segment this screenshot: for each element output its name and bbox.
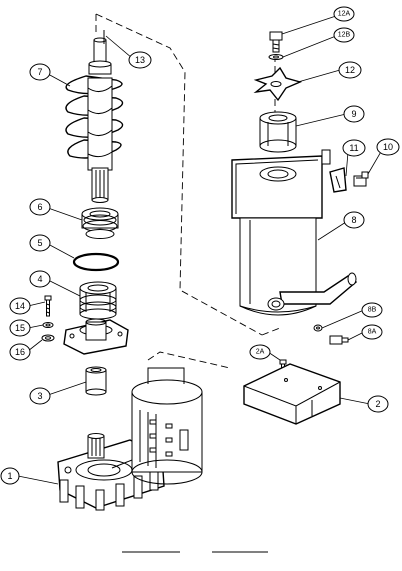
callout-14: 14 — [10, 298, 30, 314]
svg-text:2A: 2A — [256, 349, 265, 356]
callout-8b: 8B — [362, 303, 382, 317]
callout-4: 4 — [30, 271, 50, 287]
screw-part-12a — [270, 32, 282, 52]
svg-text:8A: 8A — [368, 329, 377, 336]
auger-assembly — [66, 30, 123, 203]
callout-16: 16 — [10, 344, 30, 360]
washer-part-16 — [42, 335, 54, 341]
blade-part-12 — [256, 68, 300, 100]
callout-2a: 2A — [250, 345, 270, 359]
callout-8a: 8A — [362, 325, 382, 339]
callout-9: 9 — [344, 106, 364, 122]
svg-text:11: 11 — [349, 143, 358, 153]
svg-text:16: 16 — [15, 347, 25, 357]
callout-13: 13 — [129, 52, 151, 68]
svg-text:8: 8 — [351, 215, 356, 225]
svg-text:1: 1 — [7, 471, 12, 481]
svg-text:6: 6 — [37, 202, 42, 212]
callout-5: 5 — [30, 235, 50, 251]
callout-2: 2 — [368, 396, 388, 412]
svg-text:9: 9 — [351, 109, 356, 119]
bearing-part-4 — [80, 282, 116, 319]
gearbox-flange — [64, 319, 128, 354]
svg-text:12B: 12B — [338, 32, 351, 39]
washer-part-15 — [43, 323, 53, 328]
bushing-part-9 — [260, 112, 296, 152]
callout-3: 3 — [30, 388, 50, 404]
svg-text:10: 10 — [383, 142, 393, 152]
svg-text:4: 4 — [37, 274, 42, 284]
callout-1: 1 — [1, 468, 19, 484]
callout-6: 6 — [30, 199, 50, 215]
svg-text:12: 12 — [345, 65, 355, 75]
callout-12: 12 — [339, 62, 361, 78]
o-ring-part-5 — [74, 254, 118, 270]
svg-text:3: 3 — [37, 391, 42, 401]
coupler-part-3 — [86, 367, 106, 395]
svg-text:8B: 8B — [368, 307, 377, 314]
svg-text:14: 14 — [15, 301, 25, 311]
callout-12a: 12A — [334, 7, 354, 21]
nut-part-8a — [330, 336, 348, 344]
washer-part-12b — [269, 55, 283, 60]
washer-part-8b — [314, 325, 322, 331]
cover-part-2 — [244, 364, 340, 424]
svg-text:5: 5 — [37, 238, 42, 248]
svg-text:12A: 12A — [338, 11, 351, 18]
bolt-part-14 — [45, 296, 51, 316]
callout-15: 15 — [10, 320, 30, 336]
clip-part-11 — [330, 168, 346, 192]
callout-11: 11 — [343, 140, 365, 156]
callout-8: 8 — [344, 212, 364, 228]
svg-text:7: 7 — [37, 67, 42, 77]
callout-10: 10 — [377, 139, 399, 155]
callout-7: 7 — [30, 64, 50, 80]
svg-text:13: 13 — [135, 55, 145, 65]
bolt-part-10 — [354, 172, 368, 186]
callout-12b: 12B — [334, 28, 354, 42]
svg-text:2: 2 — [375, 399, 380, 409]
svg-text:15: 15 — [15, 323, 25, 333]
seal-part-6 — [82, 208, 118, 239]
